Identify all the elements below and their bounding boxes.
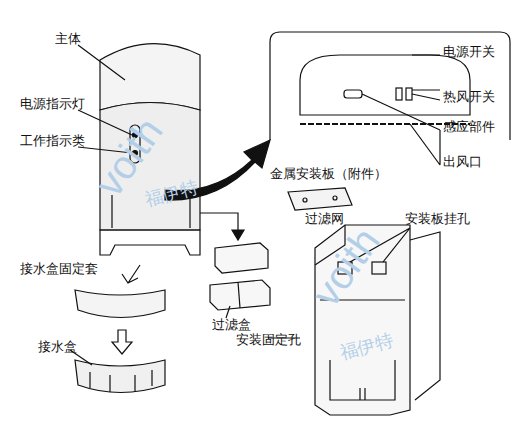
filter-box xyxy=(210,280,270,310)
part-label: 电源指示灯 xyxy=(20,97,85,110)
part-label: 金属安装板（附件） xyxy=(270,167,387,180)
panel-view xyxy=(270,32,510,165)
part-label: 接水盒 xyxy=(38,340,77,353)
plate-hole xyxy=(303,198,307,202)
body-base xyxy=(100,230,200,255)
part-label: 出风口 xyxy=(443,155,482,168)
water-box-rib xyxy=(90,370,152,392)
down-arrow xyxy=(112,330,132,354)
plate-hole xyxy=(333,196,337,200)
sensor-window xyxy=(344,90,362,98)
part-label: 主体 xyxy=(55,32,81,45)
sleeve xyxy=(75,290,165,318)
power-switch xyxy=(396,88,402,100)
filter-box-edge xyxy=(238,282,240,308)
filter-net xyxy=(215,243,268,273)
body-top xyxy=(100,44,200,110)
part-label: 工作指示类 xyxy=(20,134,85,147)
part-label: 感应部件 xyxy=(443,120,495,133)
mount-side xyxy=(410,232,440,400)
mount-hole xyxy=(372,262,386,274)
arrow-head xyxy=(232,230,244,240)
water-box xyxy=(75,360,165,393)
part-label: 电源开关 xyxy=(443,45,495,58)
down-arrow xyxy=(122,265,140,283)
leader-line xyxy=(362,55,440,165)
panel-face xyxy=(300,55,470,115)
mount-detail xyxy=(320,300,405,400)
part-label: 热风开关 xyxy=(443,90,495,103)
part-label: 过滤网 xyxy=(305,212,344,225)
mount-fix-hole xyxy=(360,388,365,400)
part-label: 接水盒固定套 xyxy=(20,262,98,275)
metal-plate xyxy=(288,188,352,210)
panel-frame xyxy=(270,32,510,140)
part-label: 安装板挂孔 xyxy=(405,212,470,225)
part-label: 安装固定孔 xyxy=(236,333,301,346)
bent-arrow xyxy=(200,213,238,232)
heat-switch xyxy=(406,88,412,100)
part-label: 过滤盒 xyxy=(212,318,251,331)
